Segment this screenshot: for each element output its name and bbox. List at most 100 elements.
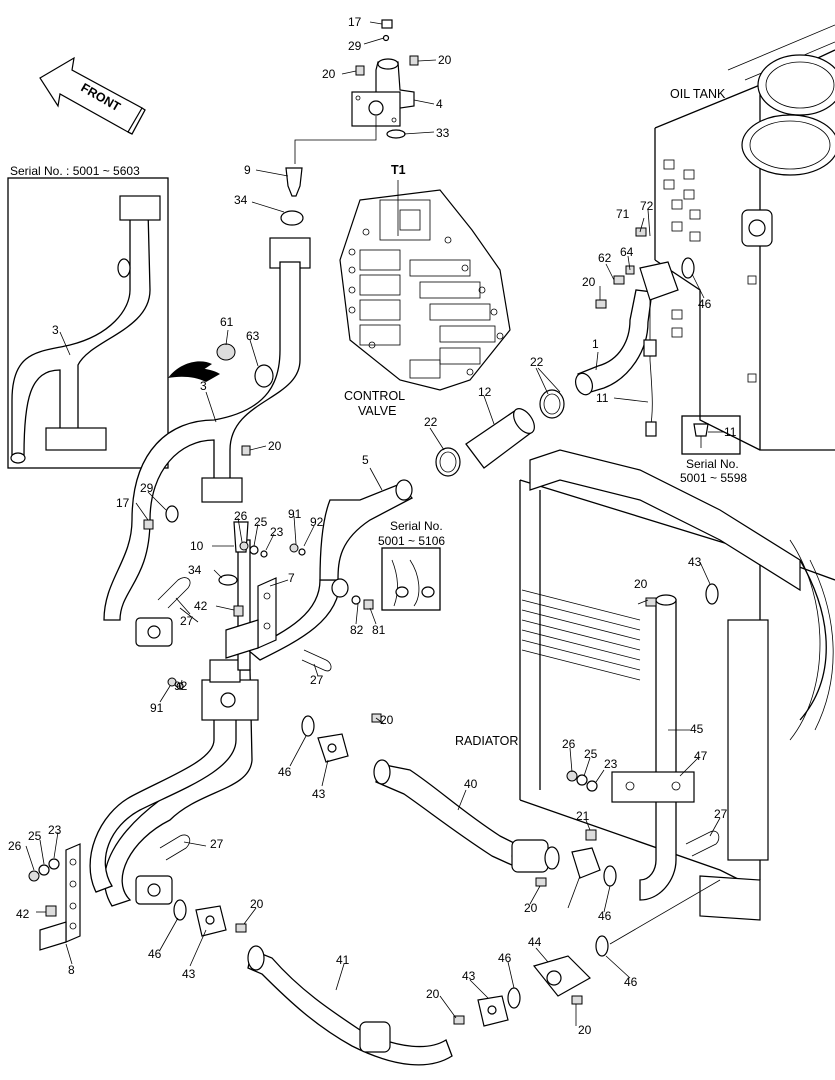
callout: 17 [348, 15, 362, 29]
front-arrow: FRONT [39, 56, 146, 135]
callout: 43 [688, 555, 702, 569]
serial-inset-b: Serial No. 5001 ~ 5106 [378, 519, 445, 611]
callout: 42 [16, 907, 30, 921]
leader-lines [25, 21, 724, 1026]
serial-inset-a: Serial No. : 5001 ~ 5603 [7, 164, 212, 469]
u-bolts [157, 577, 720, 861]
callout: 20 [250, 897, 264, 911]
callout: 3 [200, 379, 207, 393]
callout: 63 [246, 329, 260, 343]
callout: 12 [478, 385, 492, 399]
callout: 17 [116, 496, 130, 510]
callout: 29 [348, 39, 362, 53]
callout: 46 [624, 975, 638, 989]
callout: 23 [604, 757, 618, 771]
hose-41 [173, 879, 721, 1066]
serial-inset-c: Serial No. 5001 ~ 5598 [680, 415, 747, 485]
callout: 27 [210, 837, 224, 851]
callout: 41 [336, 953, 350, 967]
radiator: RADIATOR [455, 449, 835, 921]
return-pipe-3 [103, 237, 311, 621]
callout: 92 [174, 679, 188, 693]
callout: 20 [634, 577, 648, 591]
callout: 82 [350, 623, 364, 637]
callout: 26 [562, 737, 576, 751]
hose-40 [301, 715, 617, 887]
callout: 34 [234, 193, 248, 207]
callout: 46 [598, 909, 612, 923]
callout: 3 [52, 323, 59, 337]
callout: 25 [28, 829, 42, 843]
callout: 25 [254, 515, 268, 529]
callout: 20 [578, 1023, 592, 1037]
callout: 61 [220, 315, 234, 329]
callout: 43 [312, 787, 326, 801]
callout: 20 [438, 53, 452, 67]
callout: 45 [690, 722, 704, 736]
brackets [39, 577, 277, 951]
control-valve-title-2: VALVE [358, 404, 396, 418]
callout: 43 [182, 967, 196, 981]
control-valve-title-1: CONTROL [344, 389, 405, 403]
callout: 62 [598, 251, 612, 265]
callout: 22 [424, 415, 438, 429]
callout: 33 [436, 126, 450, 140]
callout: 27 [310, 673, 324, 687]
callout: 29 [140, 481, 154, 495]
serial-a-label: Serial No. : 5001 ~ 5603 [10, 164, 140, 178]
callout: 10 [190, 539, 204, 553]
lower-tube-assembly [89, 479, 414, 907]
callout: 26 [234, 509, 248, 523]
callout: 92 [310, 515, 324, 529]
callout: 91 [288, 507, 302, 521]
callout: 42 [194, 599, 208, 613]
serial-b-label-1: Serial No. [390, 519, 443, 533]
callout: 40 [464, 777, 478, 791]
callout: 7 [288, 571, 295, 585]
callout: 20 [524, 901, 538, 915]
callout: 4 [436, 97, 443, 111]
callout: 20 [426, 987, 440, 1001]
callout: 23 [48, 823, 62, 837]
callout: 91 [150, 701, 164, 715]
callouts: 17 29 20 20 4 33 9 34 3 61 63 3 20 17 29… [8, 15, 737, 1037]
callout: 46 [498, 951, 512, 965]
callout: 11 [596, 391, 609, 405]
adapter-elbow-assembly [280, 19, 419, 226]
port-t1-label: T1 [391, 163, 406, 177]
serial-c-label-1: Serial No. [686, 457, 739, 471]
callout: 27 [180, 614, 194, 628]
callout: 1 [592, 337, 599, 351]
callout: 21 [576, 809, 590, 823]
callout: 20 [322, 67, 336, 81]
callout: 46 [278, 765, 292, 779]
callout: 27 [714, 807, 728, 821]
callout: 44 [528, 935, 542, 949]
callout: 20 [582, 275, 596, 289]
callout: 46 [148, 947, 162, 961]
callout: 11 [724, 425, 737, 439]
control-valve: CONTROL VALVE T1 [339, 163, 511, 418]
callout: 47 [694, 749, 708, 763]
oil-tank-title: OIL TANK [670, 87, 726, 101]
callout: 71 [616, 207, 630, 221]
callout: 20 [380, 713, 394, 727]
callout: 46 [698, 297, 712, 311]
radiator-title: RADIATOR [455, 734, 518, 748]
callout: 23 [270, 525, 284, 539]
serial-c-label-2: 5001 ~ 5598 [680, 471, 747, 485]
callout: 64 [620, 245, 634, 259]
callout: 8 [68, 963, 75, 977]
callout: 34 [188, 563, 202, 577]
oil-tank: OIL TANK [654, 24, 835, 451]
callout: 20 [268, 439, 282, 453]
callout: 22 [530, 355, 544, 369]
callout: 9 [244, 163, 251, 177]
callout: 72 [640, 199, 654, 213]
callout: 81 [372, 623, 386, 637]
serial-b-label-2: 5001 ~ 5106 [378, 534, 445, 548]
callout: 5 [362, 453, 369, 467]
callout: 43 [462, 969, 476, 983]
